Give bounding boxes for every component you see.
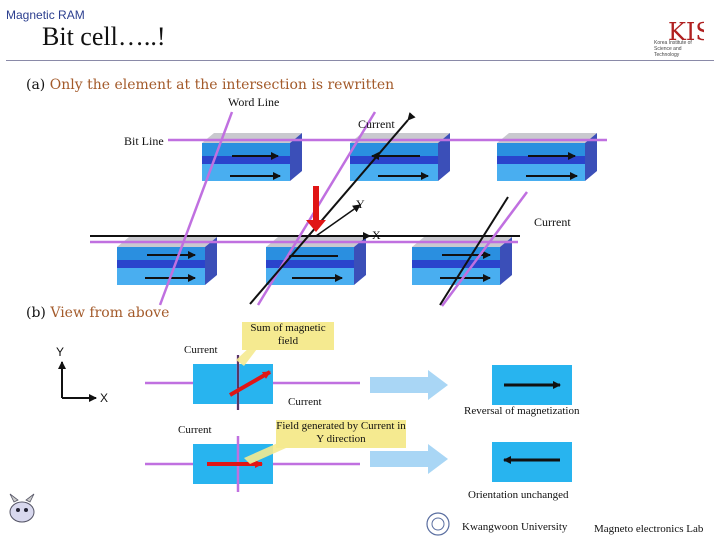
current-label-top: Current [358,117,395,131]
section-a-text: Only the element at the intersection is … [49,77,395,93]
transition-arrow-top [370,370,448,400]
title-divider [6,60,714,61]
bit-line-label: Bit Line [124,134,164,148]
current-label-right: Current [534,215,571,229]
section-a-heading: (a) Only the element at the intersection… [26,77,394,93]
footer-university: Kwangwoon University [462,521,568,533]
section-b-letter: (b) [26,305,46,321]
active-word-line [249,112,416,305]
footer-lab: Magneto electronics Lab [594,523,704,535]
section-a-letter: (a) [26,77,46,93]
cell-top-left [202,133,302,181]
b-current-label-3: Current [178,424,212,436]
b-sum-field-arrow [229,370,271,397]
cell-bottom-left [117,237,217,285]
b-callout-pointer [236,345,260,366]
cell-top-middle [350,133,450,181]
b-current-label-2: Current [288,396,322,408]
b-field-y-callout: Field generated by Current in Y directio… [276,420,406,448]
cell-bottom-middle [266,237,366,285]
axis-y-label: Y [356,197,365,211]
axis-y-arrow [315,204,361,237]
slide-title: Bit cell…..! [42,22,166,51]
b-current-label-1: Current [184,344,218,356]
b-sum-field-callout: Sum of magnetic field [242,322,334,350]
b-axis-x-label: X [100,391,109,405]
word-line-label: Word Line [228,95,280,109]
b-callout-pointer-2 [244,442,286,464]
current-line-right [439,196,509,306]
kicker-text: Magnetic RAM [6,8,85,22]
axis-x-label: X [372,228,381,242]
logo-monogram: KIST [668,18,704,46]
section-b-heading: (b) View from above [26,305,169,321]
b-unchanged-label: Orientation unchanged [468,489,569,501]
section-b-text: View from above [50,305,170,321]
mascot-icon [9,493,35,523]
cell-top-right [497,133,597,181]
cell-bottom-right [412,237,512,285]
university-seal-icon [426,512,450,536]
b-reversal-label: Reversal of magnetization [464,405,580,417]
logo-caption: Korea Institute of Science and Technolog… [654,40,692,58]
b-axis-y-label: Y [56,345,65,359]
result-cell-unchanged [492,442,572,482]
word-line-right [440,191,529,307]
red-arrow-head [306,220,326,232]
kist-logo-icon: KIST [668,18,704,46]
word-line-left [158,111,234,306]
transition-arrow-bottom [370,444,448,474]
b-cell-top [193,364,273,404]
